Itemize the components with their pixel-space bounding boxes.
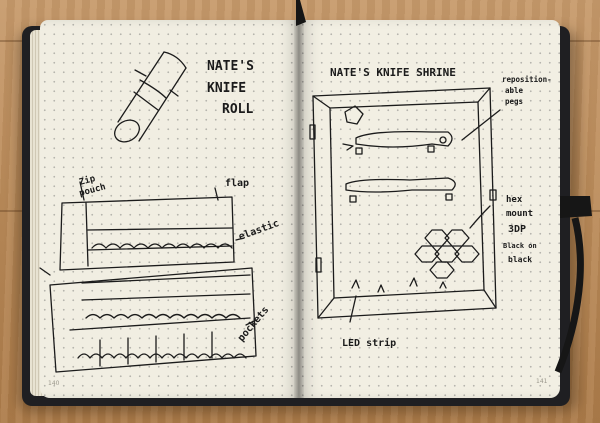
led-strip-pointer xyxy=(349,295,357,323)
left-title-line1: NATE'S xyxy=(207,59,254,74)
hex-label-3: 3DP xyxy=(508,224,526,235)
reposition-label-1: reposition- xyxy=(502,75,552,84)
knife-shrine-drawing xyxy=(309,87,497,319)
rolled-knife-roll-drawing xyxy=(114,51,187,143)
reposition-label-3: pegs xyxy=(505,97,523,106)
reposition-label-2: able xyxy=(505,86,524,95)
notebook-gutter xyxy=(294,20,304,398)
right-page xyxy=(298,20,560,398)
right-title: NATE'S KNIFE SHRINE xyxy=(330,66,456,79)
bookmark-ribbon xyxy=(296,0,306,26)
led-strip-label: LED strip xyxy=(342,337,396,349)
chef-knife-sketch xyxy=(342,105,453,155)
hex-label-4: Black on xyxy=(503,242,537,250)
left-page xyxy=(40,20,302,398)
left-title-line2: KNIFE xyxy=(207,81,246,96)
zip-pouch-label-1: Zip xyxy=(78,173,97,188)
right-page-number: 141 xyxy=(536,378,548,385)
reposition-pegs-pointer xyxy=(461,109,501,141)
elastic-strap xyxy=(554,217,584,374)
left-page-number: 140 xyxy=(48,380,60,387)
hex-label-2: mount xyxy=(506,209,533,219)
elastic-closure-band xyxy=(560,196,592,218)
hex-label-1: hex xyxy=(506,195,523,205)
second-knife-sketch xyxy=(345,177,456,203)
hex-mount-sketch xyxy=(414,205,491,279)
left-title-line3: ROLL xyxy=(222,102,253,117)
elastic-label: elastic xyxy=(237,217,281,243)
flap-label: flap xyxy=(225,178,249,189)
hex-label-5: black xyxy=(508,255,532,264)
unrolled-knife-roll-drawing xyxy=(39,181,257,373)
